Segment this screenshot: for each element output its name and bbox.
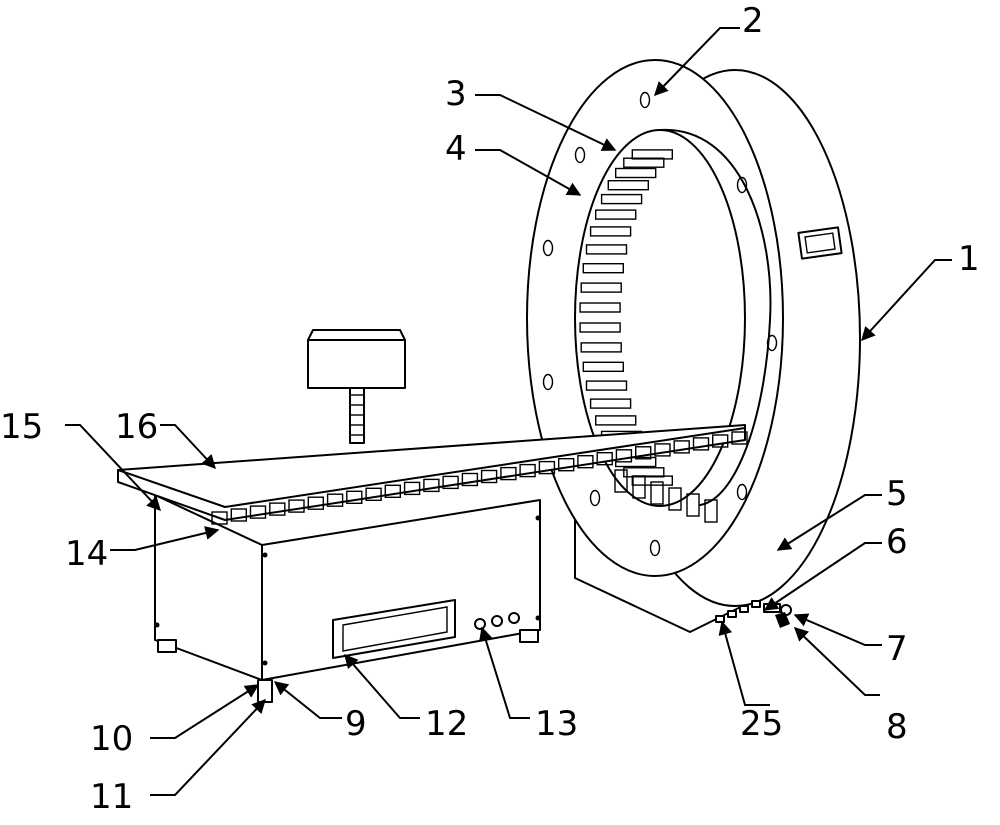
cabinet-knob <box>474 618 486 630</box>
table-roller <box>731 431 748 445</box>
table-roller <box>403 481 421 496</box>
table-roller <box>230 508 248 522</box>
table-roller <box>712 434 729 448</box>
detector-strip <box>585 380 628 391</box>
table-roller <box>480 469 498 484</box>
label-25: 25 <box>740 704 783 744</box>
label-7: 7 <box>886 629 908 669</box>
detector-strip <box>589 226 632 237</box>
bolt-hole <box>736 483 748 501</box>
detector-strip <box>595 415 637 426</box>
label-2: 2 <box>742 1 764 41</box>
detector-strip <box>580 282 622 293</box>
detector-strip <box>582 361 624 372</box>
patient-table <box>117 329 748 703</box>
cabinet-pedal <box>257 679 273 703</box>
bolt-hole <box>649 539 661 557</box>
ring-window-inner <box>804 232 836 254</box>
label-1: 1 <box>958 239 980 279</box>
table-roller <box>558 458 575 472</box>
table-roller <box>692 437 710 451</box>
bolt-hole <box>589 489 601 507</box>
table-roller <box>307 496 324 510</box>
label-14: 14 <box>65 534 108 574</box>
ring-window <box>797 226 843 260</box>
cabinet-knob <box>491 615 503 627</box>
cabinet-knob <box>508 612 520 624</box>
table-roller <box>249 505 267 519</box>
detector-strip <box>623 157 665 168</box>
table-roller <box>365 487 382 501</box>
leader-lines <box>65 27 952 796</box>
monitor-box <box>307 329 406 389</box>
label-15: 15 <box>0 407 43 447</box>
detector-strip <box>650 481 664 505</box>
table-roller <box>326 493 344 507</box>
gantry-ring <box>526 59 861 633</box>
label-5: 5 <box>886 474 908 514</box>
bolt-hole <box>542 373 554 391</box>
bolt-hole <box>639 91 651 109</box>
bolt-hole <box>574 146 586 164</box>
detector-strip <box>579 302 621 313</box>
detector-strip <box>686 493 700 517</box>
bolt-hole <box>736 176 748 194</box>
cabinet-foot <box>157 639 177 653</box>
table-roller <box>577 455 594 469</box>
detector-strip <box>600 193 643 205</box>
detector-strip <box>607 179 649 191</box>
detector-strip <box>595 209 637 220</box>
bolt-hole <box>766 334 778 352</box>
table-roller <box>635 446 652 460</box>
detector-strip <box>579 322 621 333</box>
label-9: 9 <box>345 704 367 744</box>
label-6: 6 <box>886 522 908 562</box>
cabinet-foot <box>519 629 539 643</box>
table-top <box>117 424 746 521</box>
label-11: 11 <box>90 777 133 817</box>
ring-bore-back <box>659 128 772 506</box>
label-10: 10 <box>90 719 133 759</box>
table-roller <box>442 475 459 490</box>
cabinet-display <box>332 599 456 659</box>
table-roller <box>423 478 440 493</box>
table-roller <box>346 490 363 504</box>
table-roller <box>500 466 517 481</box>
detector-strip <box>582 263 624 274</box>
label-3: 3 <box>445 74 467 114</box>
label-12: 12 <box>425 704 468 744</box>
table-rollers <box>211 431 748 525</box>
label-16: 16 <box>115 407 158 447</box>
detector-strip <box>632 475 646 499</box>
bolt-holes <box>542 91 778 557</box>
detector-strip <box>614 469 628 493</box>
label-4: 4 <box>445 129 467 169</box>
bolt-hole <box>542 239 554 257</box>
label-8: 8 <box>886 707 908 747</box>
table-roller <box>654 443 671 457</box>
table-roller <box>519 463 536 478</box>
label-13: 13 <box>535 704 578 744</box>
detector-strip <box>615 167 657 179</box>
table-roller <box>211 511 228 525</box>
detector-strip <box>585 244 628 255</box>
part-labels: 1 2 3 4 5 6 7 8 9 10 11 12 13 14 15 16 2… <box>0 1 980 817</box>
detector-strip <box>704 499 718 523</box>
detector-strip <box>580 342 622 353</box>
detector-strip <box>631 475 673 486</box>
table-roller <box>538 460 556 475</box>
table-roller <box>384 484 401 498</box>
table-roller <box>461 472 479 487</box>
detector-strip <box>589 398 632 409</box>
detector-strip <box>668 487 682 511</box>
table-roller <box>673 440 690 454</box>
table-roller <box>615 449 633 463</box>
table-roller <box>596 452 613 466</box>
table-roller <box>288 499 305 513</box>
table-roller <box>269 502 286 516</box>
